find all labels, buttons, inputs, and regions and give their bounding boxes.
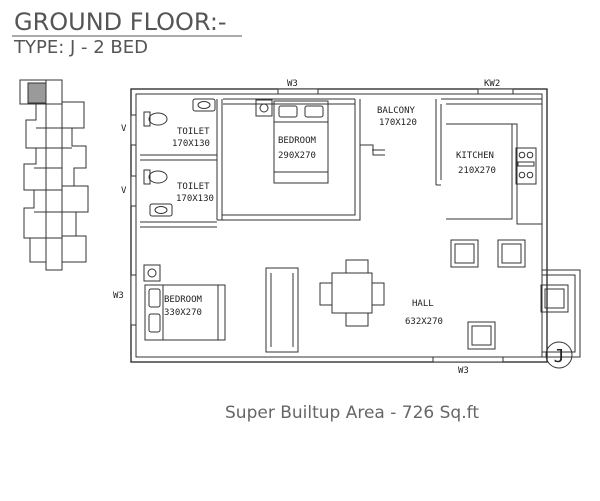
bedroom-1-size: 290X270 xyxy=(278,151,316,161)
toilet-2-size: 170X130 xyxy=(176,194,214,204)
vent-v1 xyxy=(130,114,137,146)
w3-left-label: W3 xyxy=(113,291,124,301)
dining-table-icon xyxy=(331,272,373,314)
dining-chair-icon xyxy=(371,282,385,306)
toilet-1-name: TOILET xyxy=(177,127,210,137)
stove-icon xyxy=(515,147,537,185)
kitchen-name: KITCHEN xyxy=(456,151,494,161)
unit-mark: J xyxy=(554,346,565,367)
window-w3-left xyxy=(130,274,137,326)
window-kw2 xyxy=(477,88,514,95)
super-builtup-area: Super Builtup Area - 726 Sq.ft xyxy=(225,403,479,423)
wash-basin-icon xyxy=(149,203,173,217)
toilet-2-fixtures xyxy=(143,169,173,217)
unit-type: TYPE: J - 2 BED xyxy=(13,37,148,58)
hall-name: HALL xyxy=(412,299,434,309)
bedroom-2-furniture xyxy=(143,264,226,341)
double-bed-icon xyxy=(144,284,226,341)
dining-chair-icon xyxy=(345,259,369,274)
kitchen-size: 210X270 xyxy=(458,166,496,176)
unit-mark-circle xyxy=(545,341,573,369)
v2-label: V xyxy=(121,186,127,196)
dining-chair-icon xyxy=(345,312,369,327)
w3-top-label: W3 xyxy=(287,79,298,89)
balcony-name: BALCONY xyxy=(377,106,416,116)
bedroom-2-size: 330X270 xyxy=(164,308,202,318)
key-plan-units xyxy=(62,127,76,237)
floor-title: GROUND FLOOR:- xyxy=(14,8,227,36)
armchair-icon xyxy=(450,239,479,268)
v1-label: V xyxy=(121,124,127,134)
wc-icon xyxy=(143,111,151,127)
bedside-table-icon xyxy=(143,264,161,282)
hall-size: 632X270 xyxy=(405,317,443,327)
window-w3-bottom xyxy=(432,356,504,363)
kw2-label: KW2 xyxy=(484,79,500,89)
hall-furniture xyxy=(319,239,569,350)
dining-chair-icon xyxy=(319,282,333,306)
vent-v2 xyxy=(130,175,137,207)
toilet-2-name: TOILET xyxy=(177,182,210,192)
toilet-1-size: 170X130 xyxy=(172,139,210,149)
armchair-icon xyxy=(467,321,496,350)
wc-icon xyxy=(143,169,151,185)
bedroom-2-name: BEDROOM xyxy=(164,295,203,305)
key-plan xyxy=(19,79,89,271)
key-plan-highlight xyxy=(27,82,47,104)
bedside-table-icon xyxy=(255,99,273,117)
balcony-size: 170X120 xyxy=(379,118,417,128)
key-plan-outline xyxy=(19,79,89,271)
bedroom-1-furniture xyxy=(255,99,329,184)
key-plan-partitions xyxy=(30,80,63,270)
armchair-icon xyxy=(540,284,569,313)
openings xyxy=(130,88,514,363)
kitchen-fixtures xyxy=(515,147,537,185)
toilet-1-fixtures xyxy=(143,98,216,127)
bedroom-1-name: BEDROOM xyxy=(278,136,317,146)
interior-walls xyxy=(140,98,581,358)
double-bed-icon xyxy=(273,100,329,184)
armchair-icon xyxy=(497,239,526,268)
window-w3-top xyxy=(277,88,319,95)
w3-bottom-label: W3 xyxy=(458,366,469,376)
wash-basin-icon xyxy=(192,98,216,112)
